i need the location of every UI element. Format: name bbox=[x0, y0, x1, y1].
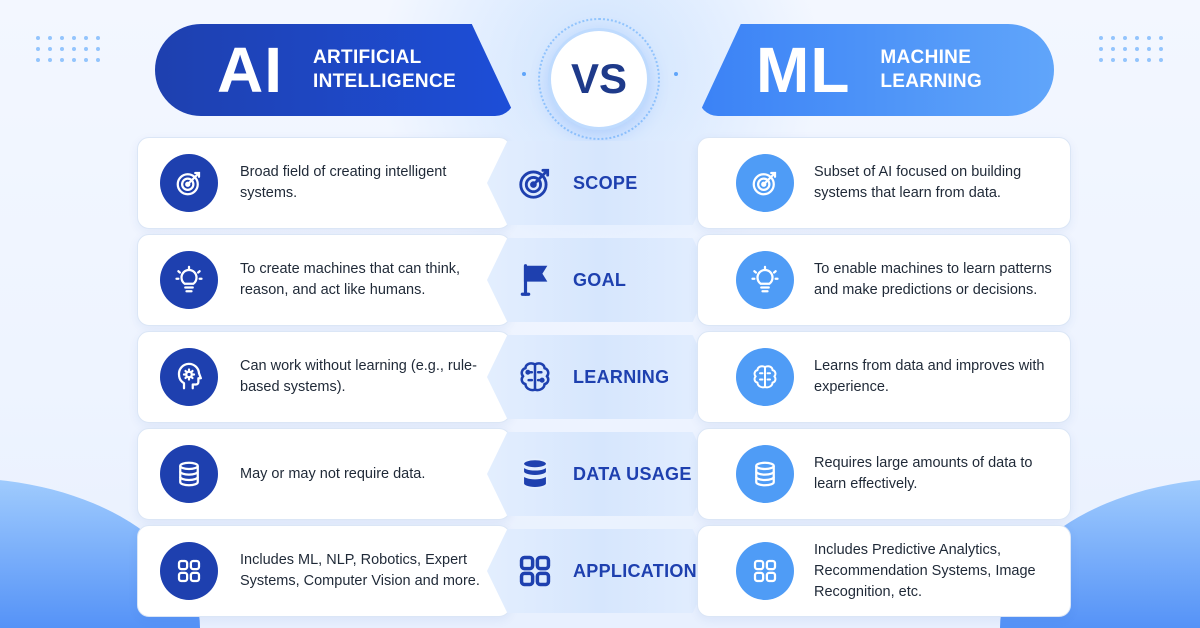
ai-abbreviation: AI bbox=[217, 34, 283, 106]
database-icon bbox=[736, 445, 794, 503]
ml-card-applications: Includes Predictive Analytics, Recommend… bbox=[697, 525, 1071, 617]
ml-card-goal: To enable machines to learn patterns and… bbox=[697, 234, 1071, 326]
ai-card-data-usage: May or may not require data. bbox=[137, 428, 511, 520]
grid-icon bbox=[160, 542, 218, 600]
ai-data-usage-text: May or may not require data. bbox=[240, 465, 426, 482]
database-icon bbox=[160, 445, 218, 503]
vs-badge: VS bbox=[548, 28, 650, 130]
category-scope: SCOPE bbox=[487, 141, 713, 225]
category-goal: GOAL bbox=[487, 238, 713, 322]
comparison-row-applications: Includes ML, NLP, Robotics, Expert Syste… bbox=[137, 525, 1071, 617]
ml-data-usage-text: Requires large amounts of data to learn … bbox=[814, 455, 1033, 492]
ai-learning-text: Can work without learning (e.g., rule-ba… bbox=[240, 358, 477, 395]
category-label: APPLICATIONS bbox=[573, 560, 710, 581]
database-icon bbox=[515, 454, 555, 494]
target-icon bbox=[736, 154, 794, 212]
grid-icon bbox=[736, 542, 794, 600]
vs-ring bbox=[538, 18, 660, 140]
decorative-dots-left bbox=[36, 36, 101, 62]
brain-icon bbox=[736, 348, 794, 406]
ai-scope-text: Broad field of creating intelligent syst… bbox=[240, 164, 447, 201]
connector-dot bbox=[674, 72, 678, 76]
ml-learning-text: Learns from data and improves with exper… bbox=[814, 358, 1045, 395]
brain-icon bbox=[515, 357, 555, 397]
ai-goal-text: To create machines that can think, reaso… bbox=[240, 261, 461, 298]
lightbulb-icon bbox=[160, 251, 218, 309]
comparison-row-learning: Can work without learning (e.g., rule-ba… bbox=[137, 331, 1071, 423]
ml-card-learning: Learns from data and improves with exper… bbox=[697, 331, 1071, 423]
ml-applications-text: Includes Predictive Analytics, Recommend… bbox=[814, 541, 1036, 600]
ml-goal-text: To enable machines to learn patterns and… bbox=[814, 261, 1052, 298]
grid-icon bbox=[515, 551, 555, 591]
ai-card-scope: Broad field of creating intelligent syst… bbox=[137, 137, 511, 229]
ai-header-pill: AI ARTIFICIAL INTELLIGENCE bbox=[155, 24, 515, 116]
ml-abbreviation: ML bbox=[756, 34, 851, 106]
ml-scope-text: Subset of AI focused on building systems… bbox=[814, 164, 1022, 201]
flag-icon bbox=[515, 260, 555, 300]
ai-card-applications: Includes ML, NLP, Robotics, Expert Syste… bbox=[137, 525, 511, 617]
connector-dot bbox=[522, 72, 526, 76]
ai-full-name: ARTIFICIAL INTELLIGENCE bbox=[313, 47, 456, 92]
target-icon bbox=[515, 163, 555, 203]
ml-card-scope: Subset of AI focused on building systems… bbox=[697, 137, 1071, 229]
category-label: GOAL bbox=[573, 269, 627, 290]
target-icon bbox=[160, 154, 218, 212]
vs-label: VS bbox=[570, 55, 628, 102]
ml-card-data-usage: Requires large amounts of data to learn … bbox=[697, 428, 1071, 520]
ml-header-pill: ML MACHINE LEARNING bbox=[698, 24, 1054, 116]
category-data-usage: DATA USAGE bbox=[487, 432, 713, 516]
ml-full-name: MACHINE LEARNING bbox=[880, 47, 983, 92]
comparison-row-data-usage: May or may not require data. DATA USAGE … bbox=[137, 428, 1071, 520]
ai-card-learning: Can work without learning (e.g., rule-ba… bbox=[137, 331, 511, 423]
category-label: SCOPE bbox=[573, 172, 638, 193]
comparison-rows: Broad field of creating intelligent syst… bbox=[137, 137, 1071, 622]
head-gear-icon bbox=[160, 348, 218, 406]
category-label: LEARNING bbox=[573, 366, 670, 387]
comparison-row-goal: To create machines that can think, reaso… bbox=[137, 234, 1071, 326]
category-learning: LEARNING bbox=[487, 335, 713, 419]
category-label: DATA USAGE bbox=[573, 463, 692, 484]
ai-applications-text: Includes ML, NLP, Robotics, Expert Syste… bbox=[240, 552, 480, 589]
ai-card-goal: To create machines that can think, reaso… bbox=[137, 234, 511, 326]
category-applications: APPLICATIONS bbox=[487, 529, 713, 613]
lightbulb-icon bbox=[736, 251, 794, 309]
comparison-row-scope: Broad field of creating intelligent syst… bbox=[137, 137, 1071, 229]
decorative-dots-right bbox=[1099, 36, 1164, 62]
